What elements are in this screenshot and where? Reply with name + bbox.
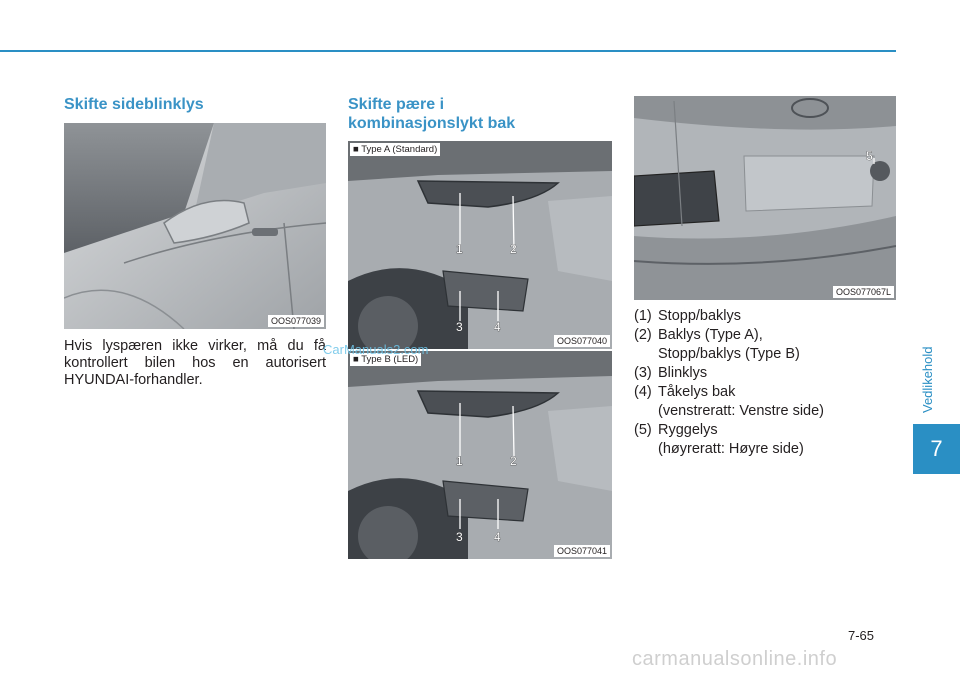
side-indicator-paragraph: Hvis lyspæren ikke virker, må du få kont… bbox=[64, 338, 326, 388]
figure-code-type-b: OOS077041 bbox=[553, 545, 610, 557]
tailgate-illustration: 5 bbox=[634, 96, 896, 300]
callout-5: 5 bbox=[866, 149, 873, 163]
type-a-label: ■ Type A (Standard) bbox=[350, 143, 441, 156]
heading-rear-combination-lamp: Skifte pære i kombinasjonslykt bak bbox=[348, 95, 515, 133]
list-item: (1) Stopp/baklys bbox=[634, 308, 742, 324]
watermark: CarManuals2.com bbox=[323, 342, 429, 357]
side-mirror-illustration bbox=[64, 123, 326, 329]
list-item: (4) Tåkelys bak bbox=[634, 384, 736, 400]
callout-4: 4 bbox=[494, 320, 501, 334]
bulb-list: (1) Stopp/baklys (2) Baklys (Type A), St… bbox=[634, 307, 904, 459]
callout-1: 1 bbox=[456, 454, 463, 468]
callout-1: 1 bbox=[456, 242, 463, 256]
figure-code-tailgate: OOS077067L bbox=[832, 286, 894, 298]
header-rule bbox=[0, 50, 896, 52]
photo-rear-lamp-type-b: 1 2 3 4 ■ Type B (LED) OOS077041 bbox=[348, 351, 612, 559]
rear-lamp-type-b-illustration: 1 2 3 4 bbox=[348, 351, 612, 559]
figure-code-side-indicator: OOS077039 bbox=[267, 315, 324, 327]
list-item: (2) Baklys (Type A), bbox=[634, 327, 763, 343]
type-b-label: ■ Type B (LED) bbox=[350, 353, 422, 366]
heading-side-indicator: Skifte sideblinklys bbox=[64, 96, 204, 113]
list-item: (5) Ryggelys bbox=[634, 422, 718, 438]
heading-line-1: Skifte pære i bbox=[348, 96, 445, 113]
list-item: (3) Blinklys bbox=[634, 365, 708, 381]
callout-3: 3 bbox=[456, 530, 463, 544]
callout-3: 3 bbox=[456, 320, 463, 334]
chapter-side-label: Vedlikehold bbox=[920, 346, 935, 414]
page-number: 7-65 bbox=[848, 628, 875, 643]
photo-rear-lamp-type-a: 1 2 3 4 ■ Type A (Standard) OOS077040 bbox=[348, 141, 612, 349]
footer-url: carmanualsonline.info bbox=[632, 648, 838, 670]
callout-4: 4 bbox=[494, 530, 501, 544]
rear-lamp-type-a-illustration: 1 2 3 4 bbox=[348, 141, 612, 349]
figure-code-type-a: OOS077040 bbox=[553, 335, 610, 347]
chapter-number-tab: 7 bbox=[913, 424, 960, 474]
list-item-sub: (høyreratt: Høyre side) bbox=[658, 441, 804, 457]
list-item-sub: Stopp/baklys (Type B) bbox=[658, 346, 800, 362]
heading-line-2: kombinasjonslykt bak bbox=[348, 115, 516, 132]
photo-tailgate: 5 OOS077067L bbox=[634, 96, 896, 300]
callout-2: 2 bbox=[510, 454, 517, 468]
callout-2: 2 bbox=[510, 242, 517, 256]
list-item-sub: (venstreratt: Venstre side) bbox=[658, 403, 825, 419]
photo-side-mirror: OOS077039 bbox=[64, 123, 326, 329]
